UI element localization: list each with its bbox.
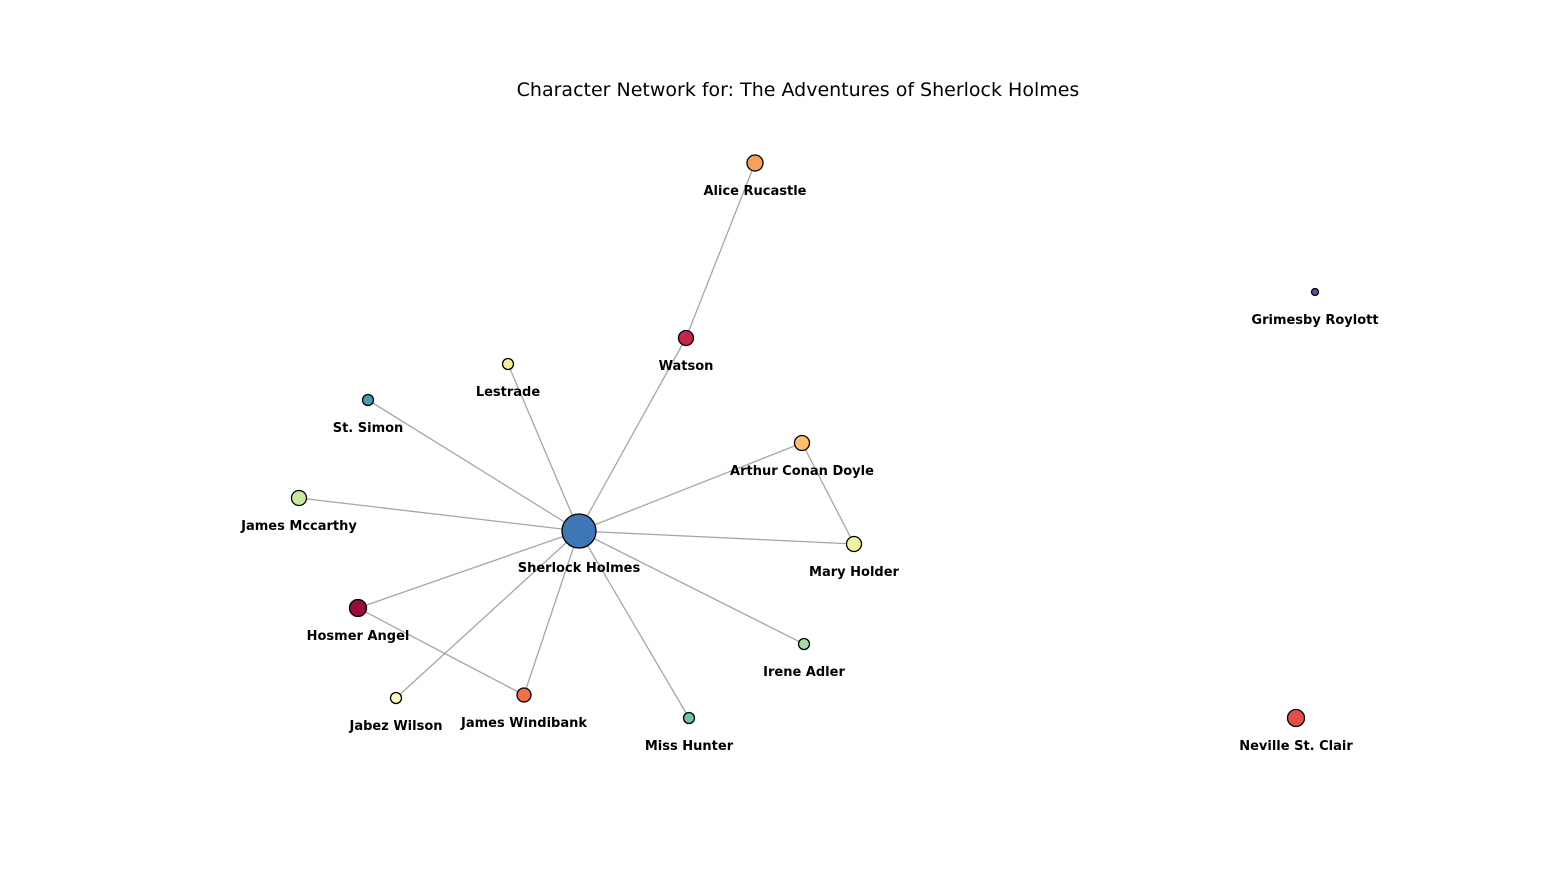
edge-holmes-windibank [523,530,580,696]
edge-holmes-watson [578,337,687,532]
node-label-rucastle: Alice Rucastle [704,184,807,199]
node-watson [677,329,695,347]
labels-layer: Sherlock Holmes Alice RucastleWatsonLestr… [240,184,1378,754]
edge-holmes-doyle [578,442,803,532]
edge-angel-windibank [357,607,525,696]
edge-doyle-holder [801,442,855,545]
edge-holmes-adler [578,530,805,645]
node-label-holder: Mary Holder [809,565,900,580]
node-adler [797,637,811,651]
edge-holmes-angel [357,530,580,609]
edge-holmes-wilson [395,530,580,699]
node-stsimon [361,393,375,407]
node-label-wilson: Jabez Wilson [349,719,443,734]
edge-watson-rucastle [685,162,756,339]
node-doyle [793,434,811,452]
node-holmes [561,513,597,549]
node-label-watson: Watson [659,359,714,374]
edge-holmes-stsimon [367,399,580,532]
node-holder [845,535,863,553]
node-label-mccarthy: James Mccarthy [240,519,357,534]
edge-holmes-lestrade [507,363,580,532]
nodes-layer [290,154,1320,728]
edge-holmes-holder [578,530,855,545]
node-hunter [682,711,696,725]
node-label-adler: Irene Adler [763,665,845,680]
node-label-angel: Hosmer Angel [307,629,410,644]
node-label-lestrade: Lestrade [476,385,541,400]
edge-holmes-hunter [578,530,690,719]
node-label-holmes: Sherlock Holmes [518,561,641,576]
node-label-hunter: Miss Hunter [645,739,734,754]
node-label-stclair: Neville St. Clair [1239,739,1353,754]
node-label-stsimon: St. Simon [333,421,404,436]
node-stclair [1286,708,1306,728]
node-mccarthy [290,489,308,507]
node-roylott [1310,287,1320,297]
diagram-title: Character Network for: The Adventures of… [517,79,1080,101]
edges-layer [298,162,855,719]
edge-holmes-mccarthy [298,497,580,532]
node-wilson [389,691,403,705]
node-label-roylott: Grimesby Roylott [1251,313,1378,328]
node-rucastle [746,154,764,172]
node-windibank [516,687,532,703]
node-label-doyle: Arthur Conan Doyle [730,464,874,479]
node-angel [348,598,368,618]
node-lestrade [501,357,515,371]
node-label-windibank: James Windibank [460,716,587,731]
